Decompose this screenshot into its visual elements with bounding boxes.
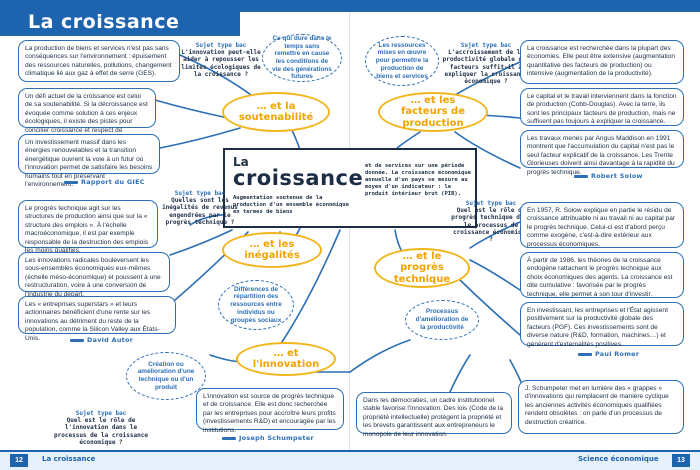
info-box-left-1: La production de biens et services n'est… xyxy=(18,40,180,82)
hub-facteurs: … et les facteurs de production xyxy=(378,92,488,132)
page-title: La croissance xyxy=(28,11,180,33)
pen-icon xyxy=(574,174,588,178)
info-box-middle-1: Dans les démocraties, un cadre instituti… xyxy=(356,392,512,438)
page-footer xyxy=(0,450,700,470)
definition-bubble-inegalites: Différences de répartition des ressource… xyxy=(218,280,294,330)
sujet-bac-text: Quel est le rôle du progrès technique da… xyxy=(451,207,531,243)
sujet-bac-tag: Sujet type bac xyxy=(174,190,226,197)
hub-innovation: … et l'innovation xyxy=(236,342,336,376)
sujet-bac-text: Quelles sont les inégalités de revenus e… xyxy=(162,197,238,226)
footer-section-left: La croissance xyxy=(42,455,96,463)
author-romer: Paul Romer xyxy=(578,350,639,358)
pen-icon xyxy=(222,436,236,440)
sujet-bac-tag: Sujet type bac xyxy=(460,42,512,49)
info-box-left-2: Un défi actuel de la croissance est celu… xyxy=(18,88,156,142)
central-definition-card: La croissance Augmentation soutenue de l… xyxy=(223,148,477,228)
footer-section-right: Science économique xyxy=(578,455,659,463)
center-title: croissance xyxy=(233,166,364,190)
definition-bubble-soutenabilite: Ce qui dure dans le temps sans remettre … xyxy=(262,34,342,82)
info-box-right-5: À partir de 1986, les théories de la cro… xyxy=(520,252,684,298)
info-box-right-4: En 1957, R. Solow explique en partie le … xyxy=(520,202,684,248)
author-giec: Rapport du GIEC xyxy=(64,178,145,186)
author-solow: Robert Solow xyxy=(574,172,643,180)
sujet-bac-tag: Sujet type bac xyxy=(195,42,247,49)
info-box-right-6: En investissant, les entreprises et l'Ét… xyxy=(520,302,684,348)
info-box-right-1: La croissance est recherchée dans la plu… xyxy=(520,40,684,84)
info-box-left-7: L'innovation est source de progrès techn… xyxy=(196,388,344,434)
center-title-small: La xyxy=(233,155,249,169)
pen-icon xyxy=(578,352,592,356)
definition-bubble-facteurs: Les ressources mises en œuvre pour perme… xyxy=(365,36,439,86)
author-autor: David Autor xyxy=(70,336,133,344)
author-schumpeter: Joseph Schumpeter xyxy=(222,434,314,442)
sujet-bac-tag: Sujet type bac xyxy=(75,410,127,417)
sujet-bac-3: Sujet type bac Quelles sont les inégalit… xyxy=(160,190,240,226)
pen-icon xyxy=(70,338,84,342)
definition-bubble-innovation: Création ou amélioration d'une technique… xyxy=(126,352,206,400)
info-box-left-3: Un investissement massif dans les énergi… xyxy=(18,134,160,188)
title-band xyxy=(0,12,240,36)
sujet-bac-1: Sujet type bac L'innovation peut-elle ai… xyxy=(180,42,262,78)
hub-inegalites: … et les inégalités xyxy=(222,232,322,268)
sujet-bac-text: Quel est le rôle de l'innovation dans le… xyxy=(54,417,148,446)
definition-left: Augmentation soutenue de la production d… xyxy=(233,195,349,215)
info-box-right-2: Le capital et le travail interviennent d… xyxy=(520,88,684,126)
pen-icon xyxy=(64,180,78,184)
sujet-bac-text: L'accroissement de la productivité globa… xyxy=(442,49,530,85)
sujet-bac-5: Sujet type bac Quel est le rôle de l'inn… xyxy=(48,410,154,446)
hub-progres: … et le progrès technique xyxy=(374,248,470,288)
page-number-left: 12 xyxy=(10,454,28,467)
sujet-bac-tag: Sujet type bac xyxy=(465,200,517,207)
top-bar xyxy=(0,0,700,12)
info-box-left-4: Le progrès technique agit sur les struct… xyxy=(18,200,158,254)
info-box-left-5: Les innovations radicales bouleversent l… xyxy=(18,252,170,298)
page-divider xyxy=(349,12,350,450)
sujet-bac-text: L'innovation peut-elle aider à repousser… xyxy=(181,49,261,78)
definition-right: et de services sur une période donnée. L… xyxy=(365,163,471,197)
info-box-middle-2: J. Schumpeter met en lumière des « grapp… xyxy=(518,380,684,434)
hub-soutenabilite: … et la soutenabilité xyxy=(222,92,330,132)
info-box-left-6: Les « entreprises superstars » et leurs … xyxy=(18,296,176,342)
definition-bubble-progres: Processus d'amélioration de la productiv… xyxy=(405,300,479,340)
sujet-bac-2: Sujet type bac L'accroissement de la pro… xyxy=(440,42,532,85)
info-box-right-3: Les travaux menés par Angus Maddison en … xyxy=(520,130,684,176)
sujet-bac-4: Sujet type bac Quel est le rôle du progr… xyxy=(450,200,532,243)
page-number-right: 13 xyxy=(672,454,690,467)
